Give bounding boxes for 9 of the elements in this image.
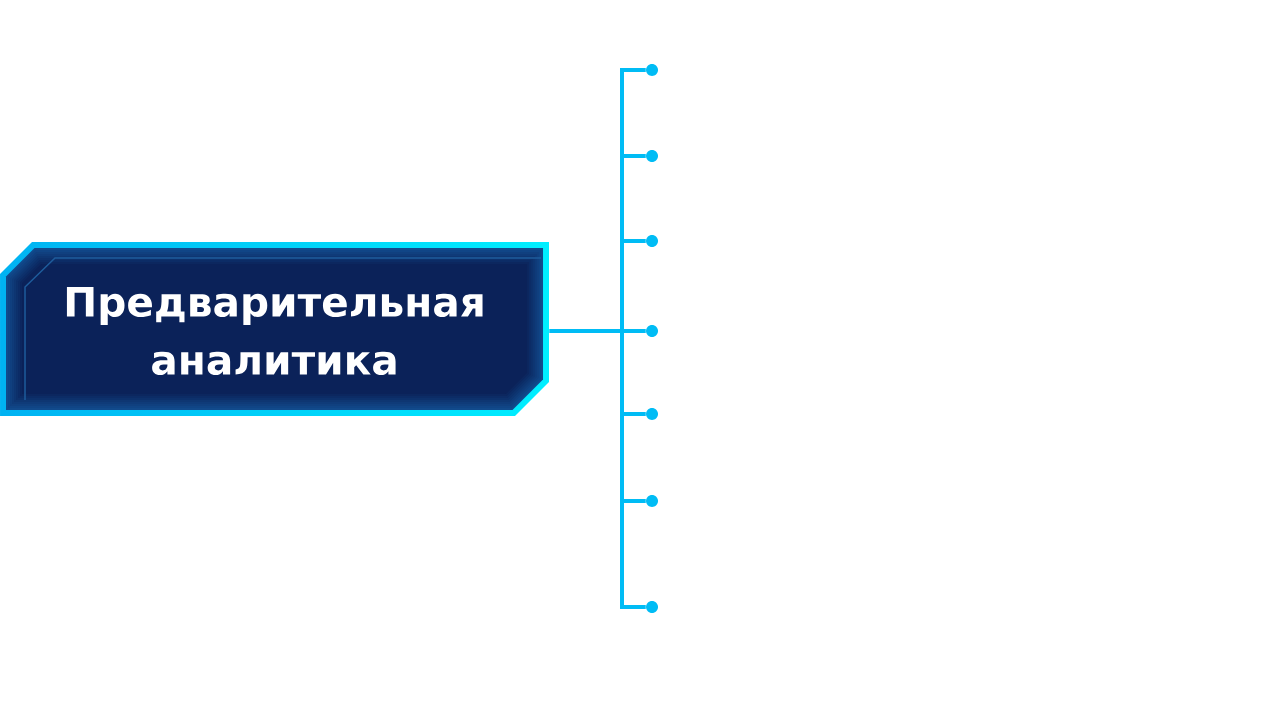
branch-line xyxy=(622,499,646,503)
heading-box: Предварительная аналитика xyxy=(6,248,543,410)
branch-line xyxy=(622,329,646,333)
branch-line xyxy=(622,154,646,158)
branch-line xyxy=(622,239,646,243)
branch-line xyxy=(622,412,646,416)
branch-line xyxy=(622,68,646,72)
branch-line xyxy=(622,605,646,609)
trunk-line xyxy=(549,329,622,333)
